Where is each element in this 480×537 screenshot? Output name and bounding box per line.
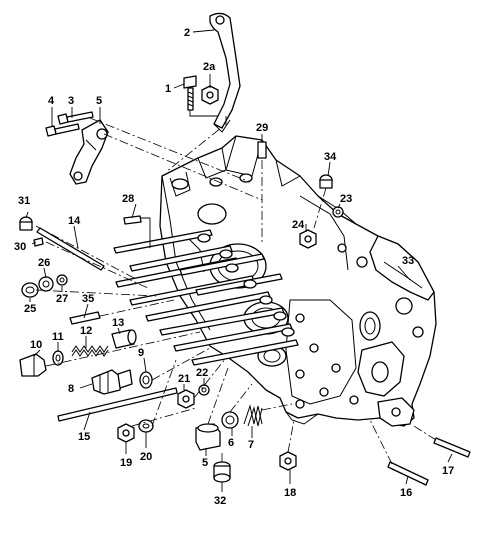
callout-2: 2 bbox=[184, 27, 190, 39]
callout-28: 27 bbox=[56, 293, 68, 305]
washer-part-10 bbox=[139, 371, 153, 389]
stud-part-16 bbox=[57, 387, 178, 422]
callout-11: 10 bbox=[30, 339, 42, 351]
plug-part-6 bbox=[195, 423, 221, 451]
nut-part-2a bbox=[201, 85, 219, 105]
housing-studs bbox=[113, 229, 299, 366]
callout-23: 22 bbox=[196, 367, 208, 379]
callout-2a: 2a bbox=[203, 61, 216, 73]
pin-part-31 bbox=[33, 237, 44, 247]
bolt-part-3 bbox=[57, 111, 94, 125]
stud-part-18 bbox=[433, 437, 471, 458]
callout-35: 34 bbox=[324, 151, 337, 163]
valve-part-9 bbox=[91, 369, 133, 395]
callout-3: 3 bbox=[68, 95, 74, 107]
callout-5: 5 bbox=[96, 95, 102, 107]
plug-part-33 bbox=[213, 461, 231, 483]
bracket-part-2 bbox=[209, 12, 241, 133]
nut-part-22 bbox=[177, 389, 195, 409]
seal-part-27 bbox=[38, 276, 54, 292]
callout-24: 23 bbox=[340, 193, 352, 205]
washer-part-21 bbox=[138, 419, 154, 433]
callout-4: 4 bbox=[48, 95, 55, 107]
callout-21: 20 bbox=[140, 451, 152, 463]
callout-26: 25 bbox=[24, 303, 36, 315]
washer-part-23 bbox=[198, 384, 210, 396]
stud-part-15 bbox=[36, 227, 105, 271]
nut-part-19 bbox=[279, 451, 297, 471]
crankcase-housing bbox=[159, 135, 437, 427]
washer-part-12 bbox=[52, 350, 64, 366]
plunger-part-14 bbox=[111, 329, 137, 349]
callout-6: 5 bbox=[202, 457, 208, 469]
leader-lines bbox=[25, 29, 453, 492]
plug-part-26 bbox=[21, 282, 39, 298]
callout-25: 24 bbox=[292, 219, 305, 231]
cap-part-32 bbox=[19, 216, 33, 231]
callout-9: 8 bbox=[68, 383, 74, 395]
clamp-part-5 bbox=[69, 119, 109, 185]
pin-part-29 bbox=[123, 215, 142, 225]
callout-31: 30 bbox=[14, 241, 26, 253]
bolt-part-1 bbox=[183, 75, 197, 111]
callout-14: 13 bbox=[112, 317, 124, 329]
callout-15: 14 bbox=[68, 215, 81, 227]
assembly-lines bbox=[35, 116, 437, 465]
pin-part-30 bbox=[257, 141, 267, 159]
callout-29: 28 bbox=[122, 193, 134, 205]
nut-part-20 bbox=[117, 423, 135, 443]
callout-7: 6 bbox=[228, 437, 234, 449]
plug-part-11 bbox=[19, 353, 47, 377]
washer-part-24 bbox=[332, 206, 344, 218]
callout-19: 18 bbox=[284, 487, 296, 499]
spring-part-8 bbox=[243, 404, 263, 427]
plug-part-35 bbox=[319, 174, 333, 189]
stud-part-17 bbox=[387, 461, 429, 486]
callout-27: 26 bbox=[38, 257, 50, 269]
callout-34: 33 bbox=[402, 255, 414, 267]
washer-part-28 bbox=[56, 274, 68, 286]
callout-17: 16 bbox=[400, 487, 412, 499]
callout-33: 32 bbox=[214, 495, 226, 507]
callout-1: 1 bbox=[165, 83, 171, 95]
callout-12: 11 bbox=[52, 331, 64, 343]
callout-32: 31 bbox=[18, 195, 30, 207]
pin-part-36 bbox=[69, 311, 101, 325]
callout-16: 15 bbox=[78, 431, 90, 443]
callout-18: 17 bbox=[442, 465, 454, 477]
callout-8: 7 bbox=[248, 439, 254, 451]
callout-labels: 2 2a 1 4 3 5 29 34 28 23 31 14 24 30 33 … bbox=[14, 27, 454, 507]
callout-13: 12 bbox=[80, 325, 92, 337]
callout-22: 21 bbox=[178, 373, 190, 385]
callout-10: 9 bbox=[138, 347, 144, 359]
spring-part-13 bbox=[71, 345, 109, 357]
callout-20: 19 bbox=[120, 457, 132, 469]
bolt-part-4 bbox=[45, 123, 80, 137]
callout-30: 29 bbox=[256, 122, 268, 134]
callout-36: 35 bbox=[82, 293, 94, 305]
washer-part-7 bbox=[221, 411, 239, 429]
nut-part-25 bbox=[299, 229, 317, 249]
